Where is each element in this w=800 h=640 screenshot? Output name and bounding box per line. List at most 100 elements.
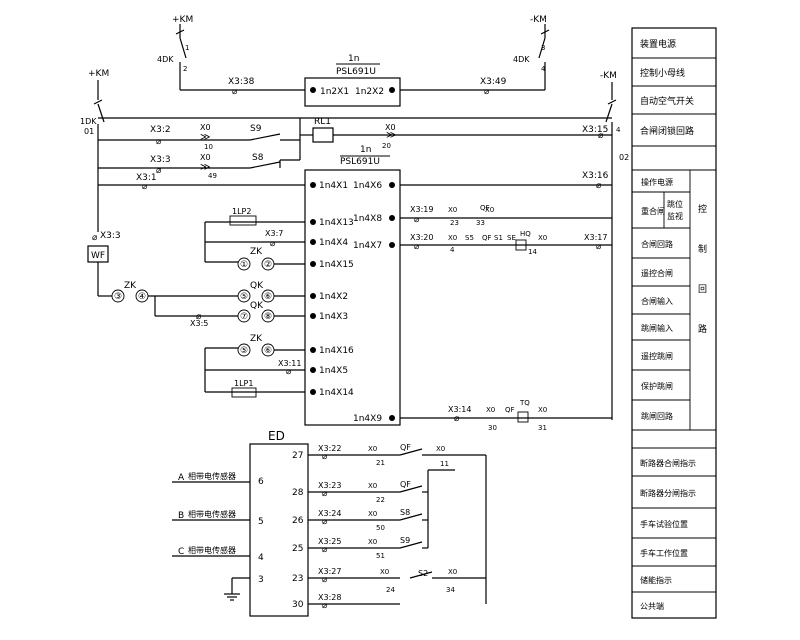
x0-label: X0: [368, 445, 377, 453]
svg-text:①: ①: [240, 260, 248, 270]
terminal-x349: X3:49: [480, 77, 507, 87]
ed-contact: S8: [400, 508, 410, 517]
left-pin-label: 1n4X13: [319, 218, 354, 228]
svg-text:⑦: ⑦: [240, 312, 248, 322]
label-n4: 4: [541, 65, 546, 73]
ed-pin: 26: [292, 516, 304, 526]
svg-text:S2: S2: [418, 569, 428, 578]
terminal-symbol: ⌀: [322, 517, 328, 527]
svg-text:④: ④: [138, 292, 146, 302]
svg-text:3: 3: [258, 575, 264, 585]
svg-text:⌀: ⌀: [92, 233, 98, 243]
label-01: 01: [84, 127, 94, 136]
label-minus-km-top: -KM: [530, 15, 547, 25]
top-device-id: 1n: [348, 54, 359, 64]
pin-dot: [310, 347, 316, 353]
svg-text:WF: WF: [91, 251, 105, 261]
pin-dot: [310, 293, 316, 299]
svg-text:⌀: ⌀: [270, 239, 276, 249]
label-n2: 2: [183, 65, 187, 73]
svg-text:20: 20: [382, 142, 391, 150]
legend-row: 遥控合闸: [641, 268, 673, 278]
label-n3: 3: [541, 44, 545, 52]
ed-box: [249, 443, 309, 617]
top-device-right-pin: 1n2X2: [355, 87, 384, 97]
ed-title: ED: [268, 429, 285, 443]
top-device-model: PSL691U: [336, 67, 376, 77]
legend-vertical-char: 回: [698, 284, 707, 295]
legend-row: 断路器分闸指示: [640, 488, 696, 498]
svg-text:QK: QK: [250, 281, 264, 291]
left-pin-label: 1n4X3: [319, 312, 348, 322]
left-pin-label: 1n4X1: [319, 181, 348, 191]
legend-vertical-char: 制: [698, 243, 707, 255]
sensor-a: A: [178, 473, 185, 483]
sensor-b-label: 相带电传感器: [188, 509, 236, 519]
svg-text:⑧: ⑧: [264, 312, 272, 322]
svg-text:QF: QF: [505, 406, 515, 414]
right-pin-label: 1n4X8: [353, 214, 382, 224]
legend-row: 手车工作位置: [640, 548, 688, 558]
legend-vertical-char: 控: [698, 203, 707, 215]
svg-text:4: 4: [450, 246, 455, 254]
svg-text:⑤: ⑤: [240, 292, 248, 302]
svg-text:4: 4: [616, 126, 621, 134]
terminal-x35: X3:5: [190, 319, 208, 328]
x0-label: X0: [368, 482, 377, 490]
main-device-box: [304, 169, 401, 426]
svg-text:14: 14: [528, 248, 537, 256]
ed-num: 21: [376, 459, 385, 467]
label-1lp1: 1LP1: [234, 379, 253, 388]
svg-text:34: 34: [446, 586, 455, 594]
contact-s8: S8: [252, 153, 264, 163]
ed-pin: 23: [292, 574, 303, 584]
svg-text:SE: SE: [507, 234, 516, 242]
left-pin-label: 1n4X15: [319, 260, 354, 270]
svg-text:S1: S1: [494, 234, 503, 242]
svg-text:X0: X0: [448, 206, 457, 214]
svg-text:X0: X0: [385, 123, 396, 132]
svg-text:≫: ≫: [200, 162, 210, 173]
pin-dot: [310, 219, 316, 225]
left-pin-label: 1n4X2: [319, 292, 348, 302]
terminal-symbol: ⌀: [322, 452, 328, 462]
svg-text:X0: X0: [485, 206, 494, 214]
legend-row: 遥控跳闸: [641, 351, 673, 361]
legend-row: 装置电源: [640, 38, 676, 50]
svg-text:X0: X0: [538, 234, 547, 242]
svg-text:⌀: ⌀: [142, 182, 148, 192]
svg-text:X0: X0: [486, 406, 495, 414]
svg-text:≫: ≫: [200, 132, 210, 143]
svg-text:⑤: ⑤: [240, 346, 248, 356]
main-device-model: PSL691U: [340, 157, 380, 167]
sensor-a-label: 相带电传感器: [188, 471, 236, 481]
legend-row: 合闸输入: [641, 296, 673, 306]
terminal-symbol: ⌀: [322, 575, 328, 585]
svg-text:49: 49: [208, 172, 217, 180]
legend-side-panel: 装置电源控制小母线自动空气开关合闸闭锁回路操作电源重合闸合闸回路遥控合闸合闸输入…: [631, 27, 717, 619]
legend-row: 手车试验位置: [640, 519, 688, 529]
contact-s9: S9: [250, 124, 262, 134]
svg-text:4: 4: [258, 553, 264, 563]
label-plus-km-top: +KM: [172, 15, 193, 25]
svg-text:ZK: ZK: [250, 247, 263, 257]
pin-dot: [310, 239, 316, 245]
legend-vertical-char: 路: [698, 323, 707, 335]
svg-text:10: 10: [204, 143, 213, 151]
right-pin-label: 1n4X6: [353, 181, 382, 191]
svg-text:X0: X0: [538, 406, 547, 414]
svg-text:⑥: ⑥: [264, 292, 272, 302]
svg-text:X0: X0: [448, 568, 457, 576]
label-n1: 1: [185, 44, 189, 52]
svg-text:⌀: ⌀: [196, 312, 202, 322]
terminal-symbol: ⌀: [322, 601, 328, 611]
terminal-symbol: ⌀: [322, 489, 328, 499]
ed-terminal: X3:24: [318, 509, 341, 518]
svg-text:31: 31: [538, 424, 547, 432]
svg-text:X0: X0: [436, 445, 445, 453]
svg-text:23: 23: [450, 219, 459, 227]
left-pin-label: 1n4X5: [319, 366, 348, 376]
